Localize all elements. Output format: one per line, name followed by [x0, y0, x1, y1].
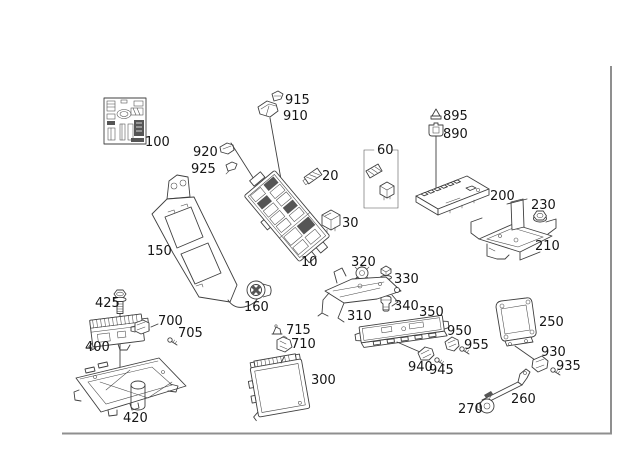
part-label-915: 915 — [285, 93, 310, 108]
part-label-925: 925 — [191, 162, 216, 177]
part-label-910: 910 — [283, 109, 308, 124]
part-945-screw — [434, 357, 445, 366]
part-label-425: 425 — [95, 296, 120, 311]
part-label-950: 950 — [447, 324, 472, 339]
part-705-screw — [167, 337, 178, 346]
part-270-grommet — [476, 395, 495, 414]
part-label-350: 350 — [419, 305, 444, 320]
part-label-895: 895 — [443, 109, 468, 124]
part-label-200: 200 — [490, 189, 515, 204]
part-935-screw — [550, 367, 561, 376]
part-895-pin — [430, 108, 442, 120]
part-210-bracket — [470, 198, 557, 261]
part-955-screw — [459, 346, 470, 355]
part-200-module — [415, 175, 490, 216]
part-920-clip — [219, 142, 258, 185]
part-label-930: 930 — [541, 345, 566, 360]
part-label-20: 20 — [322, 169, 339, 184]
part-700-connector — [130, 319, 159, 335]
part-label-300: 300 — [311, 373, 336, 388]
part-890-connector — [428, 122, 444, 191]
part-label-10: 10 — [301, 255, 318, 270]
part-label-150: 150 — [147, 244, 172, 259]
part-label-100: 100 — [145, 135, 170, 150]
drawing-frame — [62, 66, 612, 435]
part-label-250: 250 — [539, 315, 564, 330]
part-300-ecu — [247, 353, 311, 422]
part-60-group-box — [363, 149, 399, 209]
part-10-fuse-box — [244, 170, 330, 264]
part-label-710: 710 — [291, 337, 316, 352]
part-label-320: 320 — [351, 255, 376, 270]
part-label-270: 270 — [458, 402, 483, 417]
part-930-bracket — [531, 355, 549, 373]
part-250-module — [495, 297, 537, 361]
part-label-920: 920 — [193, 145, 218, 160]
part-340-mount — [380, 295, 392, 312]
part-label-260: 260 — [511, 392, 536, 407]
part-30-relay — [321, 209, 341, 234]
part-260-strap — [481, 368, 531, 404]
part-label-700: 700 — [158, 314, 183, 329]
part-label-705: 705 — [178, 326, 203, 341]
part-350-module — [354, 314, 450, 353]
part-label-400: 400 — [85, 340, 110, 355]
part-420-plate — [73, 357, 187, 417]
part-715-clip — [271, 324, 283, 335]
part-label-940: 940 — [408, 360, 433, 375]
part-160-grommet — [246, 280, 272, 300]
part-label-210: 210 — [535, 239, 560, 254]
part-100-fuse-card — [103, 97, 147, 145]
part-label-160: 160 — [244, 300, 269, 315]
part-label-935: 935 — [556, 359, 581, 374]
part-950-bracket — [444, 336, 460, 352]
part-label-310: 310 — [347, 309, 372, 324]
part-label-230: 230 — [531, 198, 556, 213]
part-label-715: 715 — [286, 323, 311, 338]
part-710-connector — [276, 335, 293, 353]
part-925-clip — [225, 161, 238, 175]
part-150-bracket — [151, 174, 263, 308]
part-310-bracket — [317, 267, 402, 323]
part-915-clip — [271, 90, 284, 102]
part-label-60: 60 — [377, 143, 394, 158]
part-label-890: 890 — [443, 127, 468, 142]
part-940-bracket — [417, 346, 435, 361]
part-label-955: 955 — [464, 338, 489, 353]
part-label-330: 330 — [394, 272, 419, 287]
part-label-945: 945 — [429, 363, 454, 378]
part-label-340: 340 — [394, 299, 419, 314]
part-20-fuse — [302, 167, 323, 186]
part-230-nut — [533, 210, 547, 223]
part-label-420: 420 — [123, 411, 148, 426]
part-label-30: 30 — [342, 216, 359, 231]
